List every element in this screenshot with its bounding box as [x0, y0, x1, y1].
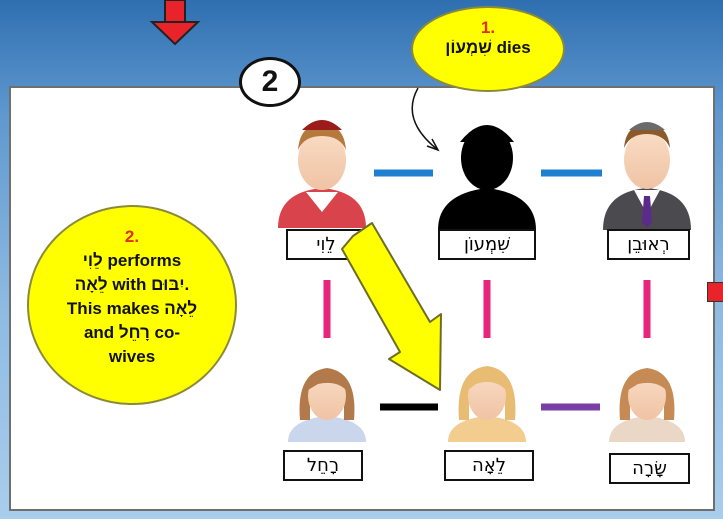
- woman-icon: [448, 366, 526, 442]
- callout-1-number: 1.: [480, 18, 496, 37]
- yibum-arrow: [341, 222, 442, 391]
- silhouette-icon: [438, 125, 536, 230]
- callout-shimon-dies: 1. שִׁמְעוֹן dies: [411, 6, 565, 92]
- callout-yibum: 2. לֵוִי performs לֵאָה with יִבּוּם. Th…: [27, 205, 237, 405]
- woman-icon: [288, 368, 366, 442]
- callout-2-line: לֵאָה with יִבּוּם.: [74, 275, 190, 294]
- callout-pointer: [411, 87, 439, 151]
- label-sarah: שָׂרָה: [609, 453, 690, 484]
- woman-icon: [609, 368, 685, 442]
- man-icon: [603, 122, 691, 230]
- label-shimon: שִׁמְעוֹן: [438, 229, 536, 260]
- label-reuven: רְאוּבֵן: [607, 229, 690, 260]
- callout-2-line: and רָחֵל co-: [83, 323, 181, 342]
- label-leah: לֵאָה: [444, 450, 534, 481]
- callout-1-text: שִׁמְעוֹן dies: [445, 38, 531, 57]
- callout-2-line: לֵוִי performs: [82, 251, 182, 270]
- side-marker: [707, 282, 723, 302]
- callout-2-number: 2.: [124, 227, 140, 246]
- step-number: 2: [239, 57, 301, 107]
- man-icon: [278, 120, 366, 228]
- down-arrow-icon: [149, 0, 201, 46]
- label-rachel: רָחֵל: [283, 450, 363, 481]
- callout-2-line: This makes לֵאָה: [66, 299, 198, 318]
- callout-2-line: wives: [108, 347, 156, 366]
